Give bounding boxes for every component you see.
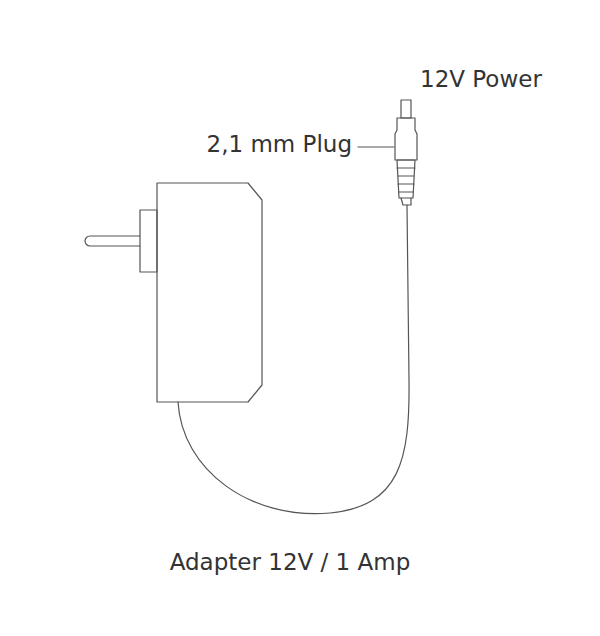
cable	[178, 205, 409, 514]
power-label: 12V Power	[420, 66, 542, 94]
strain-relief	[401, 198, 411, 205]
prong	[85, 236, 140, 246]
plug-grip	[397, 160, 415, 198]
plug-body	[395, 118, 417, 160]
plug-label: 2,1 mm Plug	[207, 131, 352, 159]
plug-plate	[140, 210, 157, 272]
caption: Adapter 12V / 1 Amp	[170, 549, 411, 577]
leader-line	[358, 146, 394, 147]
adapter-body	[157, 183, 262, 402]
plug-tip	[401, 100, 411, 118]
grip-ridges	[397, 168, 415, 192]
